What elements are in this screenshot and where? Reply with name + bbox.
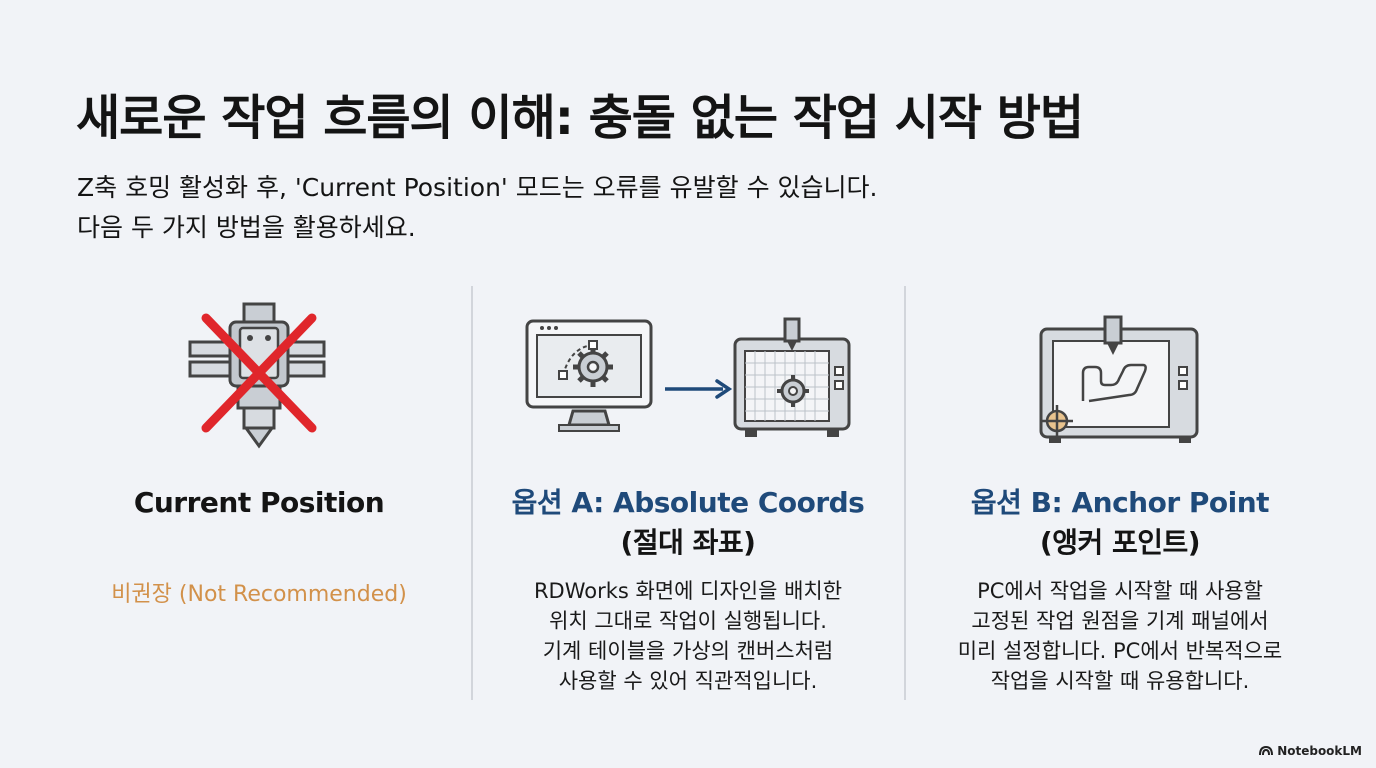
option-anchor-point: 옵션 B: Anchor Point (앵커 포인트) PC에서 작업을 시작할…	[920, 300, 1320, 693]
option-description: PC에서 작업을 시작할 때 사용할 고정된 작업 원점을 기계 패널에서 미리…	[920, 576, 1320, 696]
column-divider-2	[904, 286, 906, 700]
option-title-line-1: 옵션 B: Anchor Point	[970, 486, 1270, 519]
description-line: 미리 설정합니다. PC에서 반복적으로	[957, 639, 1283, 663]
not-recommended-badge: 비권장 (Not Recommended)	[111, 582, 407, 607]
monitor-to-machine-icon	[488, 300, 888, 460]
machine-anchor-point-icon	[920, 300, 1320, 460]
option-absolute-coords: 옵션 A: Absolute Coords (절대 좌표) RDWorks 화면…	[488, 300, 888, 693]
option-title-line-1: 옵션 A: Absolute Coords	[511, 486, 865, 519]
option-description: RDWorks 화면에 디자인을 배치한 위치 그대로 작업이 실행됩니다. 기…	[488, 576, 888, 696]
description-line: 사용할 수 있어 직관적입니다.	[558, 669, 818, 693]
description-line: PC에서 작업을 시작할 때 사용할	[977, 579, 1263, 603]
subtitle-line-2: 다음 두 가지 방법을 활용하세요.	[77, 213, 416, 242]
option-title: 옵션 B: Anchor Point (앵커 포인트)	[920, 483, 1320, 563]
option-title-line-2: (앵커 포인트)	[1039, 526, 1201, 559]
description-line: RDWorks 화면에 디자인을 배치한	[533, 579, 843, 603]
description-line: 위치 그대로 작업이 실행됩니다.	[549, 609, 827, 633]
subtitle-line-1: Z축 호밍 활성화 후, 'Current Position' 모드는 오류를 …	[77, 173, 878, 202]
brand-watermark: NotebookLM	[1259, 744, 1362, 758]
page-title: 새로운 작업 흐름의 이해: 충돌 없는 작업 시작 방법	[76, 90, 1084, 146]
option-title: Current Position	[59, 483, 459, 523]
crossed-out-laser-head-icon	[59, 300, 459, 460]
subtitle: Z축 호밍 활성화 후, 'Current Position' 모드는 오류를 …	[77, 168, 877, 248]
brand-name: NotebookLM	[1277, 744, 1362, 758]
description-line: 기계 테이블을 가상의 캔버스처럼	[542, 639, 834, 663]
option-title: 옵션 A: Absolute Coords (절대 좌표)	[488, 483, 888, 563]
option-current-position: Current Position 비권장 (Not Recommended)	[59, 300, 459, 607]
notebooklm-logo-icon	[1259, 746, 1274, 756]
description-line: 고정된 작업 원점을 기계 패널에서	[971, 609, 1269, 633]
column-divider-1	[471, 286, 473, 700]
option-title-line-2: (절대 좌표)	[620, 526, 756, 559]
option-title-text: Current Position	[133, 486, 385, 519]
description-line: 작업을 시작할 때 유용합니다.	[990, 669, 1250, 693]
